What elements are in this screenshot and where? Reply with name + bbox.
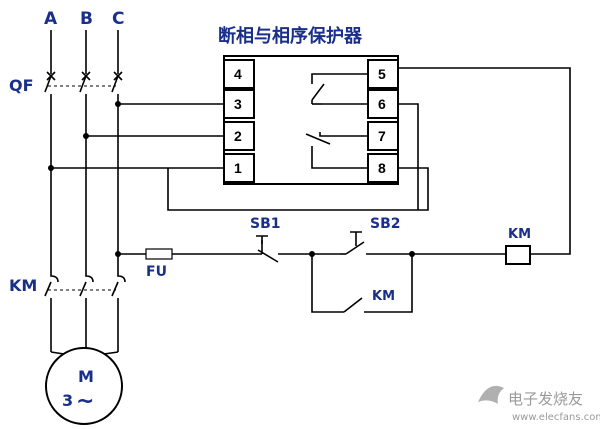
stop-button-label: SB1 [250, 216, 281, 232]
relay-pin-1: 1 [234, 160, 242, 176]
watermark-logo-icon [478, 385, 504, 404]
breaker-label: QF [9, 76, 34, 95]
start-button-label: SB2 [370, 216, 401, 232]
motor-ac-symbol: ~ [76, 389, 94, 414]
phase-sequence-relay [223, 55, 399, 185]
holding-contact-label: KM [372, 289, 395, 304]
main-contacts-km [44, 268, 126, 352]
relay-pin-6: 6 [378, 96, 386, 112]
phase-lines-top [50, 30, 119, 74]
phase-label-a: A [44, 9, 58, 29]
contactor-label: KM [9, 276, 37, 295]
relay-pin-3: 3 [234, 96, 242, 112]
relay-pin-2: 2 [234, 128, 242, 144]
relay-pin-8: 8 [378, 160, 386, 176]
motor-name: M [78, 367, 94, 386]
relay-pin-4: 4 [234, 66, 242, 82]
relay-feed-wires [51, 103, 224, 169]
relay-internal-contacts [305, 73, 368, 169]
fuse-label: FU [146, 264, 167, 280]
coil-label: KM [508, 227, 531, 242]
junction-dots [48, 101, 121, 257]
pin5-coil-wire [398, 67, 571, 255]
relay-pin-7: 7 [378, 128, 386, 144]
phase-label-b: B [80, 9, 93, 29]
km-coil [505, 245, 531, 265]
control-circuit [118, 231, 531, 313]
phase-label-c: C [112, 9, 124, 29]
relay-title: 断相与相序保护器 [218, 25, 363, 47]
watermark: 电子发烧友 www.elecfans.com [478, 385, 600, 423]
watermark-url: www.elecfans.com [512, 412, 600, 423]
relay-pin-5: 5 [378, 66, 386, 82]
motor-phase-count: 3 [62, 391, 73, 410]
breaker-qf [44, 71, 123, 268]
motor-m [45, 347, 123, 425]
watermark-brand: 电子发烧友 [508, 390, 583, 408]
fuse-fu [145, 248, 173, 260]
control-loop-wire [167, 103, 429, 211]
